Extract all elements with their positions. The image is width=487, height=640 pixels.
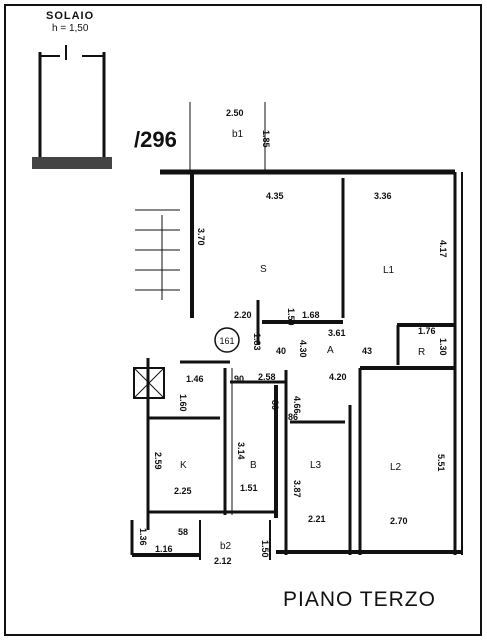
room-label-S: S <box>260 264 267 275</box>
room-label-b2: b2 <box>220 541 232 552</box>
dim-label: 2.21 <box>308 514 326 524</box>
dim-label: 2.59 <box>153 452 163 470</box>
solaio-height: h = 1,50 <box>52 23 89 34</box>
dim-label: 1.50 <box>286 308 296 326</box>
solaio-section <box>32 45 112 169</box>
dim-label: 58 <box>178 527 188 537</box>
dim-label: 4.35 <box>266 191 284 201</box>
dim-label: 1.30 <box>438 338 448 356</box>
dim-label: 80 <box>270 400 280 410</box>
dim-label: 43 <box>362 346 372 356</box>
room-label-B: B <box>250 460 257 471</box>
dim-label: 1.51 <box>240 483 258 493</box>
dim-label: 2.20 <box>234 310 252 320</box>
dim-label: 3.61 <box>328 328 346 338</box>
circle-number: 161 <box>219 336 234 346</box>
dim-label: 40 <box>276 346 286 356</box>
solaio-label: SOLAIO <box>46 10 95 22</box>
dimension-labels: 2.50 1.85 4.35 3.36 3.70 4.17 2.20 1.50 … <box>138 108 448 566</box>
dim-label: 2.50 <box>226 108 244 118</box>
room-label-L1: L1 <box>383 265 395 276</box>
plan-number: /296 <box>134 127 177 152</box>
floor-title: PIANO TERZO <box>283 588 436 611</box>
dim-label: 2.58 <box>258 372 276 382</box>
dim-label: 2.12 <box>214 556 232 566</box>
dim-label: 1.36 <box>138 528 148 546</box>
dim-label: 5.51 <box>436 454 446 472</box>
dim-label: 1.60 <box>178 394 188 412</box>
drawing-frame <box>4 4 482 636</box>
dim-label: 3.70 <box>196 228 206 246</box>
dim-label: 2.70 <box>390 516 408 526</box>
dim-label: 86 <box>288 412 298 422</box>
room-label-L3: L3 <box>310 460 322 471</box>
dim-label: 3.87 <box>292 480 302 498</box>
dim-label: 1.16 <box>155 544 173 554</box>
room-label-K: K <box>180 460 187 471</box>
room-label-L2: L2 <box>390 462 402 473</box>
dim-label: 3.14 <box>236 442 246 460</box>
room-label-A: A <box>327 345 334 356</box>
dim-label: 2.25 <box>174 486 192 496</box>
dim-label: 1.68 <box>302 310 320 320</box>
dim-label: 1.85 <box>261 130 271 148</box>
walls <box>130 102 463 560</box>
dim-label: 4.66 <box>292 396 302 414</box>
dim-label: 1.83 <box>252 333 262 351</box>
dim-label: 1.76 <box>418 326 436 336</box>
plan-circle <box>214 327 240 353</box>
dim-label: 1.46 <box>186 374 204 384</box>
dim-label: 90 <box>234 374 244 384</box>
dim-label: 4.17 <box>438 240 448 258</box>
room-label-R: R <box>418 347 425 358</box>
dim-label: 3.36 <box>374 191 392 201</box>
dim-label: 4.30 <box>298 340 308 358</box>
room-label-b1: b1 <box>232 129 244 140</box>
dim-label: 4.20 <box>329 372 347 382</box>
dim-label: 1.50 <box>260 540 270 558</box>
